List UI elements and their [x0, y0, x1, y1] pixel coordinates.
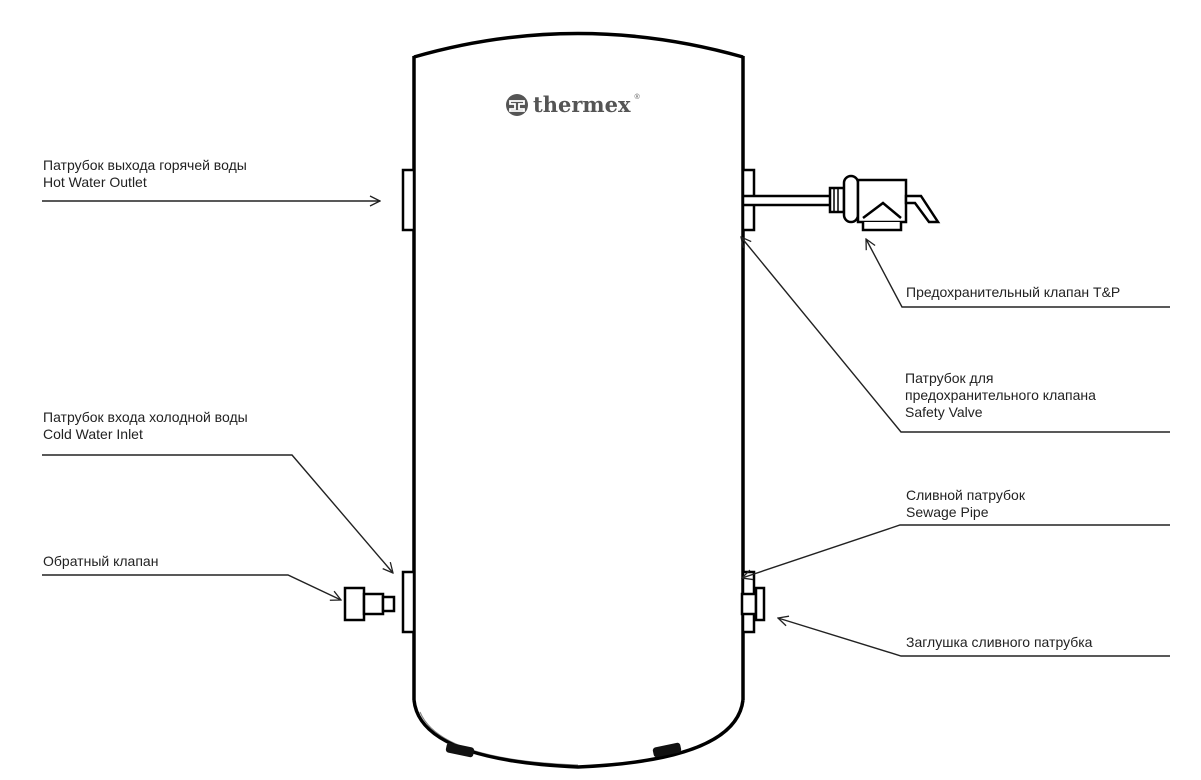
tp-valve-icon [741, 174, 941, 232]
label-sewage-pipe-ru: Сливной патрубок [906, 487, 1025, 503]
leader-cold-water-inlet [42, 454, 393, 573]
label-tp-valve-ru: Предохранительный клапан T&P [906, 284, 1121, 300]
leader-tp-valve [866, 239, 1170, 308]
label-sewage-plug-ru: Заглушка сливного патрубка [906, 634, 1093, 650]
leader-check-valve [42, 574, 341, 600]
tank-foot-left [445, 742, 475, 758]
sewage-plug-icon [740, 586, 766, 622]
label-sewage-plug: Заглушка сливного патрубка [906, 634, 1092, 651]
label-safety-valve-ru-line2: предохранительного клапана [905, 387, 1096, 403]
leader-safety-valve [741, 237, 1170, 433]
label-check-valve-ru: Обратный клапан [43, 553, 159, 569]
label-cold-water-inlet-en: Cold Water Inlet [43, 426, 143, 442]
label-hot-water-outlet: Патрубок выхода горячей воды Hot Water O… [43, 157, 247, 191]
label-check-valve: Обратный клапан [43, 553, 158, 570]
label-hot-water-outlet-ru: Патрубок выхода горячей воды [43, 157, 247, 173]
hot-water-outlet-nozzle [401, 168, 416, 232]
tank-foot-right [652, 742, 682, 758]
brand-name: thermex [533, 92, 631, 117]
label-cold-water-inlet-ru: Патрубок входа холодной воды [43, 409, 248, 425]
check-valve-icon [343, 586, 396, 622]
label-safety-valve: Патрубок для предохранительного клапана … [905, 370, 1096, 421]
label-sewage-pipe-en: Sewage Pipe [906, 504, 989, 520]
label-cold-water-inlet: Патрубок входа холодной воды Cold Water … [43, 409, 248, 443]
label-hot-water-outlet-en: Hot Water Outlet [43, 174, 147, 190]
label-sewage-pipe: Сливной патрубок Sewage Pipe [906, 487, 1025, 521]
cold-water-inlet-nozzle [401, 570, 416, 634]
tank-body [412, 31, 745, 769]
leader-sewage-pipe [742, 524, 1170, 578]
label-safety-valve-ru-line1: Патрубок для [905, 370, 994, 386]
label-safety-valve-en: Safety Valve [905, 404, 983, 420]
brand-logo: thermex ® [505, 92, 640, 117]
leader-sewage-plug [778, 618, 1170, 657]
label-tp-valve: Предохранительный клапан T&P [906, 284, 1120, 301]
registered-mark: ® [634, 94, 640, 101]
thermex-logo-icon [506, 93, 528, 116]
